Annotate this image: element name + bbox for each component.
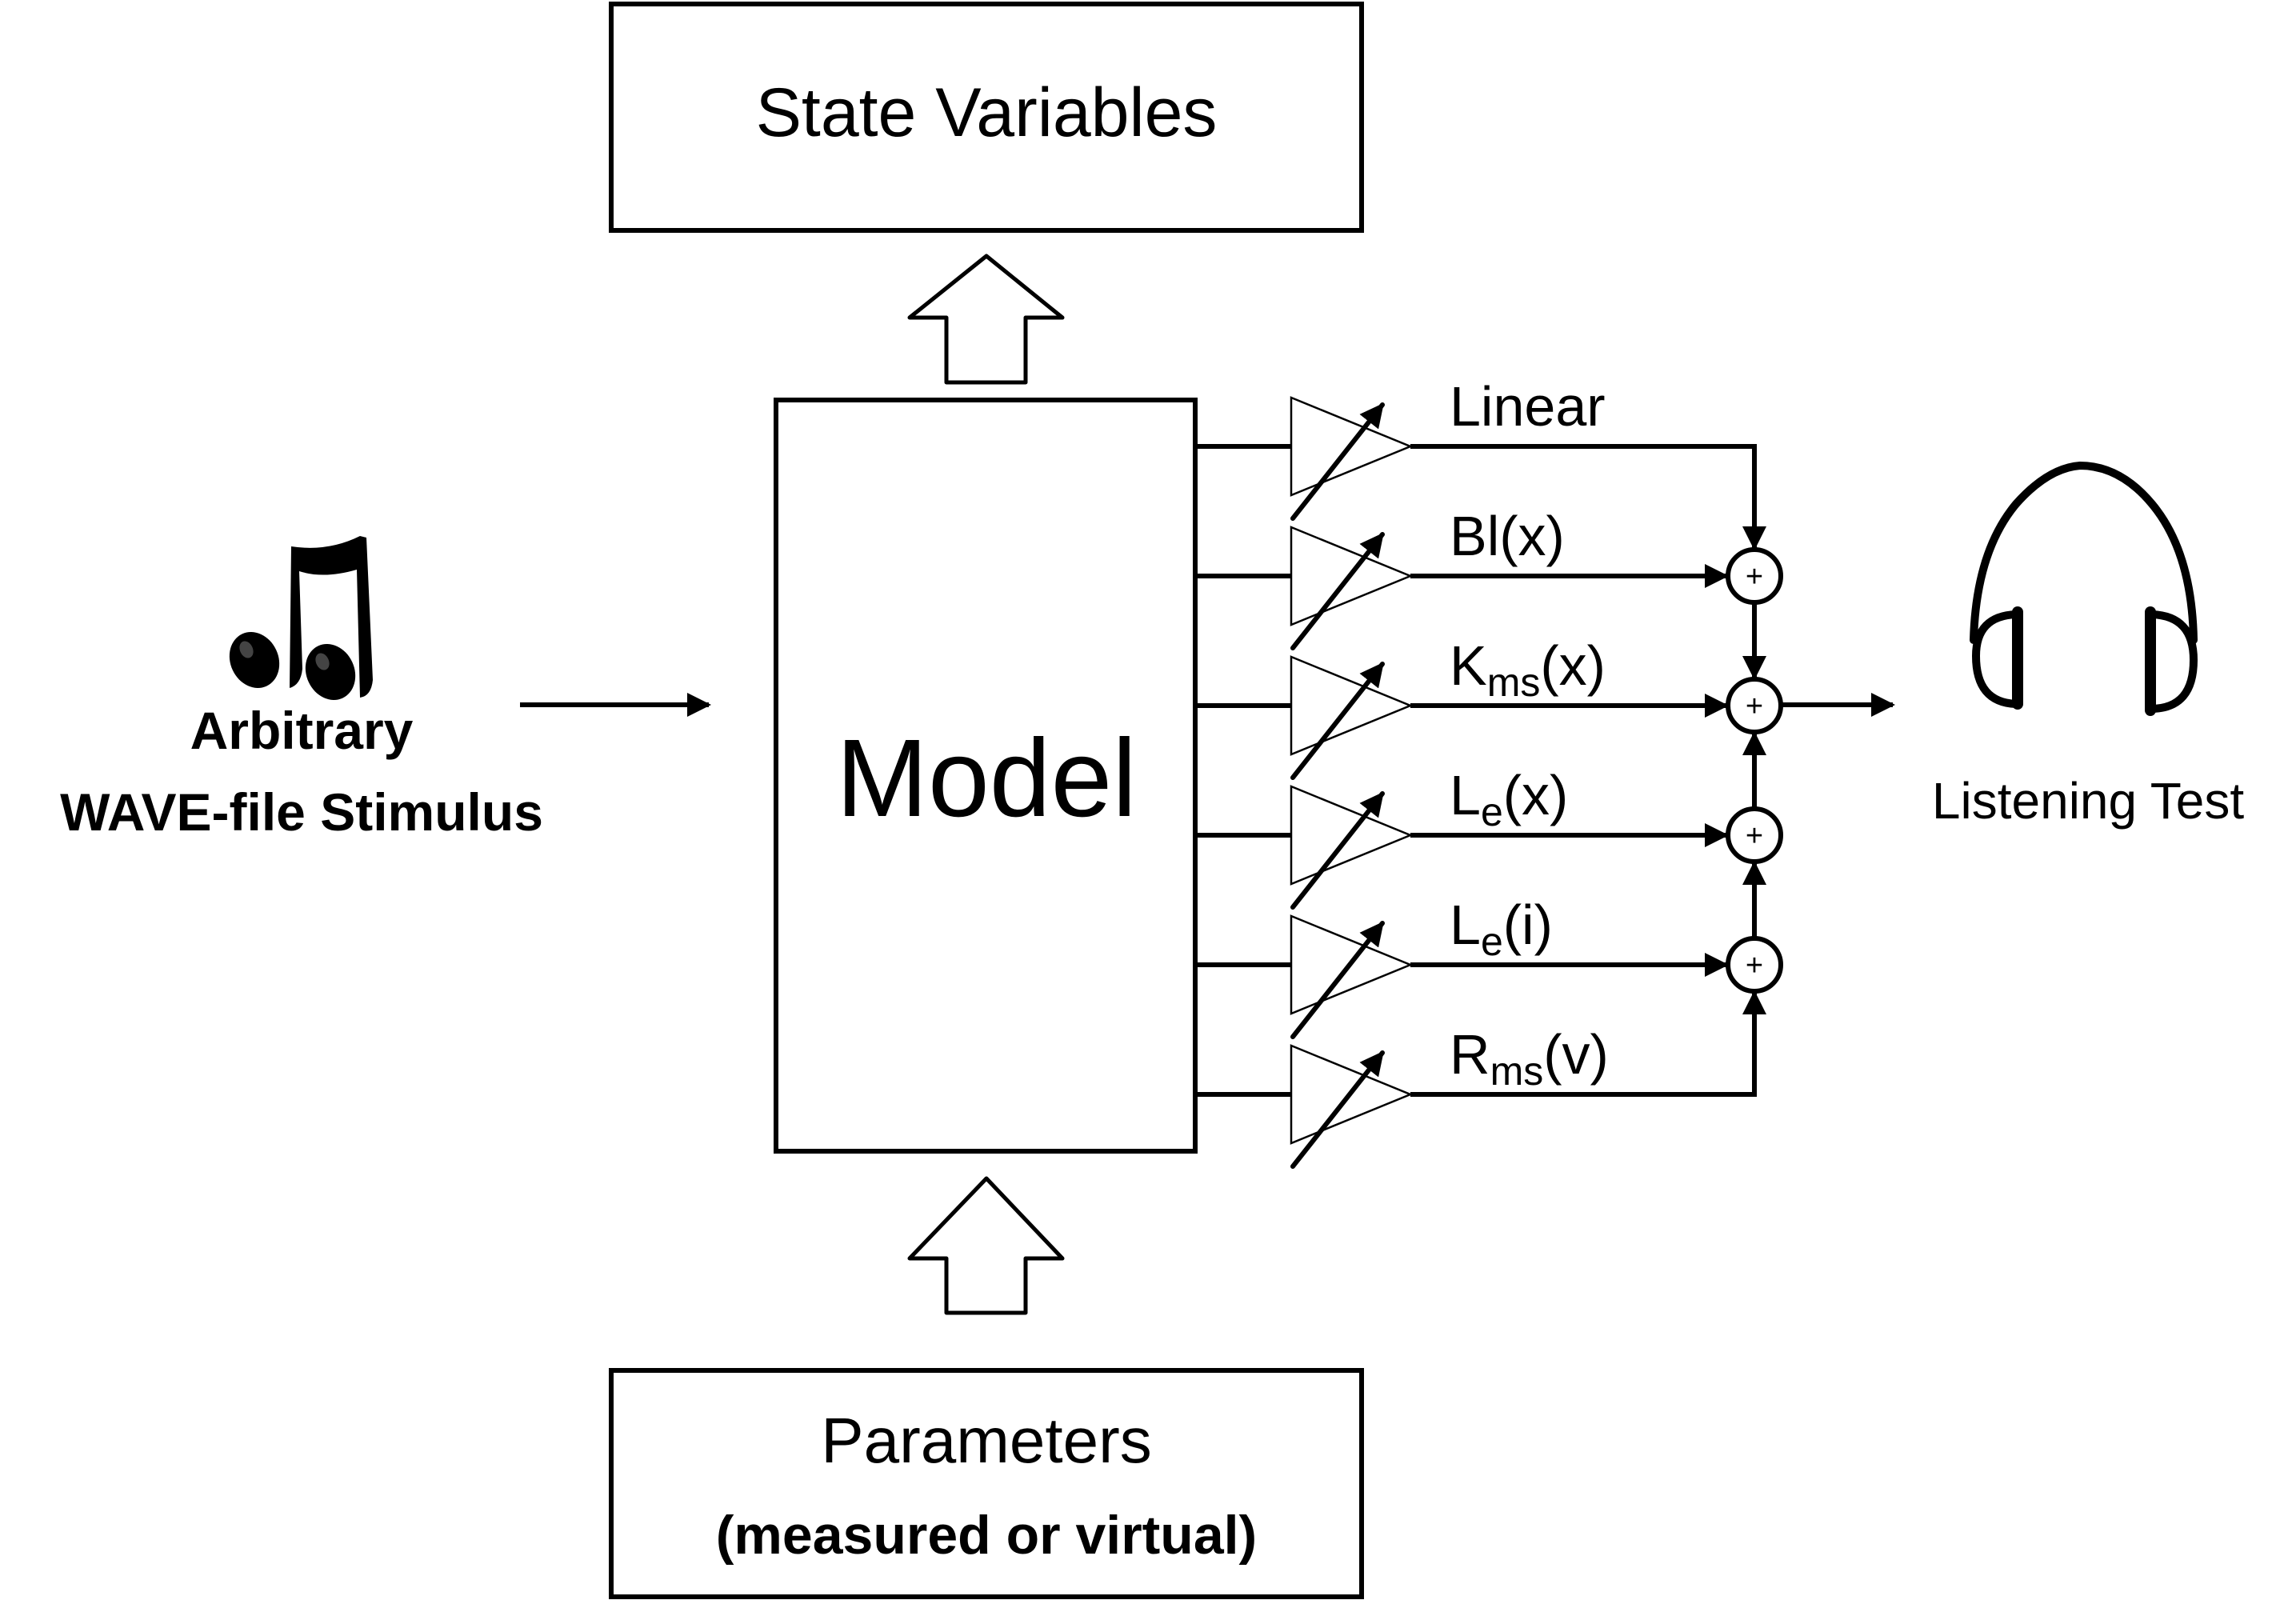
branch-label: Kms(x) (1450, 634, 1606, 705)
parameters-label: Parameters (821, 1405, 1151, 1476)
parameters-sublabel: (measured or virtual) (716, 1505, 1257, 1566)
branch-bl: Bl(x) (1195, 505, 1729, 650)
summing-junction: + (1726, 936, 1783, 994)
stimulus-input: Arbitrary WAVE-file Stimulus (60, 536, 543, 842)
variable-gain-arrow (1290, 402, 1385, 521)
summing-junction: + (1726, 677, 1783, 734)
stimulus-label-line2: WAVE-file Stimulus (60, 782, 543, 842)
branch-label: Le(i) (1450, 894, 1553, 964)
headphones-icon (1970, 461, 2198, 716)
plus-icon: + (1746, 819, 1763, 853)
variable-gain-arrow (1290, 791, 1385, 910)
model-label: Model (836, 717, 1137, 840)
summing-junction: + (1726, 547, 1783, 605)
variable-gain-arrow (1290, 1050, 1385, 1169)
branch-output-wire (1410, 444, 1766, 550)
branch-label: Linear (1450, 375, 1606, 438)
branch-lei: Le(i) (1195, 894, 1729, 1039)
branch-output-wire (1410, 990, 1766, 1097)
branch-label: Bl(x) (1450, 505, 1565, 567)
model-box: Model (774, 398, 1198, 1154)
music-note-icon (229, 536, 373, 701)
plus-icon: + (1746, 949, 1763, 982)
branch-label: Le(x) (1450, 764, 1568, 834)
state-output-arrow (907, 254, 1065, 385)
state-variables-label: State Variables (756, 74, 1218, 151)
branch-label: Rms(v) (1450, 1023, 1609, 1094)
listening-test-label: Listening Test (1932, 772, 2244, 830)
branch-rms: Rms(v) (1195, 990, 1766, 1169)
variable-gain-arrow (1290, 662, 1385, 780)
branch-lex: Le(x) (1195, 764, 1729, 910)
state-variables-box: State Variables (609, 2, 1364, 233)
plus-icon: + (1746, 560, 1763, 594)
branch-kms: Kms(x) (1195, 634, 1729, 780)
stimulus-label-line1: Arbitrary (190, 701, 414, 760)
variable-gain-arrow (1290, 921, 1385, 1039)
plus-icon: + (1746, 690, 1763, 723)
summing-junction: + (1726, 806, 1783, 864)
variable-gain-arrow (1290, 532, 1385, 650)
parameters-input-arrow (907, 1176, 1065, 1315)
branch-linear: Linear (1195, 375, 1766, 550)
parameters-box: Parameters (measured or virtual) (609, 1368, 1364, 1599)
